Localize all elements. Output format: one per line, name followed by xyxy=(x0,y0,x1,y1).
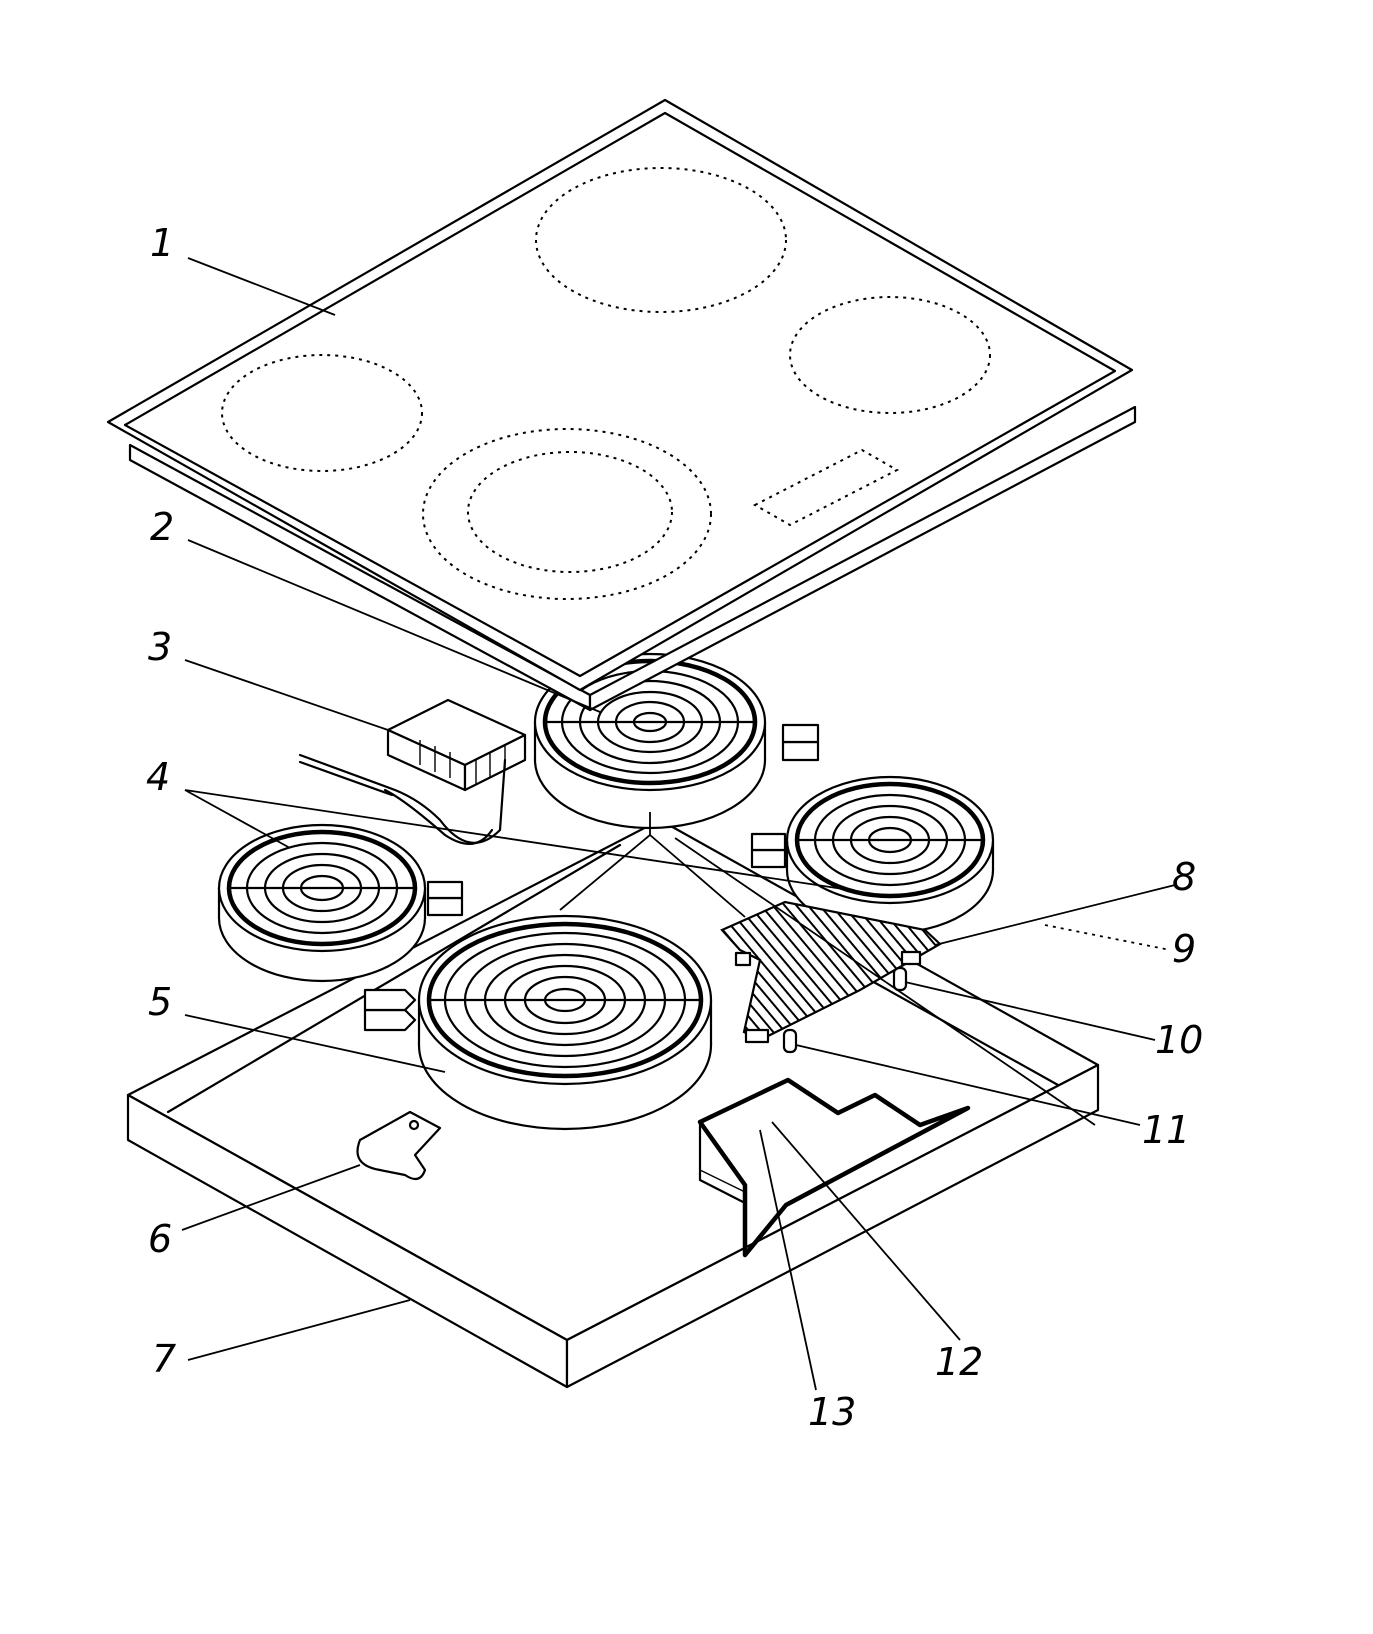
small-heating-element-right xyxy=(750,775,995,935)
small-heating-element-left xyxy=(217,823,464,983)
callout-5: 5 xyxy=(148,980,172,1024)
large-heating-element xyxy=(363,914,713,1131)
callout-3: 3 xyxy=(148,625,172,669)
glass-ceramic-top xyxy=(106,98,1137,712)
callout-9: 9 xyxy=(1172,927,1196,971)
housing-cutout xyxy=(697,1077,971,1258)
callout-labels: 1 2 3 4 5 6 7 8 9 10 11 12 13 xyxy=(146,221,1203,1434)
callout-7: 7 xyxy=(152,1337,176,1381)
callout-1: 1 xyxy=(150,221,174,265)
mounting-clip xyxy=(356,1110,442,1181)
medium-heating-element xyxy=(533,652,820,830)
terminal-block xyxy=(298,698,527,845)
callout-8: 8 xyxy=(1172,855,1196,899)
callout-11: 11 xyxy=(1142,1108,1190,1152)
leader-lines xyxy=(181,257,1176,1391)
callout-13: 13 xyxy=(808,1390,856,1434)
callout-10: 10 xyxy=(1155,1018,1203,1062)
callout-12: 12 xyxy=(935,1340,983,1384)
callout-6: 6 xyxy=(148,1217,172,1261)
callout-2: 2 xyxy=(150,505,174,549)
callout-4: 4 xyxy=(146,755,170,799)
control-board xyxy=(720,900,942,1054)
